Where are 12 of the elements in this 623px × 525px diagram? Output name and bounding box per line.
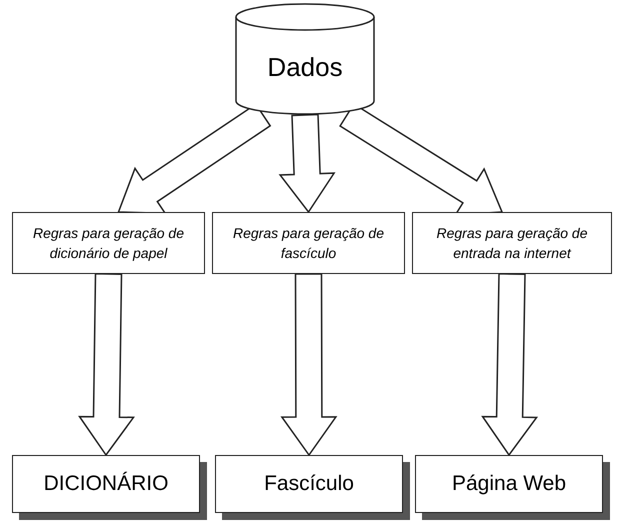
output-label: Página Web — [452, 471, 566, 498]
rule-text: Regras para geração de dicionário de papel — [32, 224, 185, 263]
block-arrow — [481, 273, 538, 456]
node-label: Dados — [267, 50, 343, 84]
database-cylinder — [235, 3, 375, 115]
rule-text: Regras para geração de entrada na internet — [436, 224, 588, 263]
block-arrow — [278, 114, 336, 214]
output-label: Fascículo — [264, 471, 354, 498]
block-arrow — [78, 273, 135, 456]
output-label: DICIONÁRIO — [44, 470, 168, 498]
block-arrow — [280, 273, 338, 456]
rule-text: Regras para geração de fascículo — [232, 224, 385, 263]
